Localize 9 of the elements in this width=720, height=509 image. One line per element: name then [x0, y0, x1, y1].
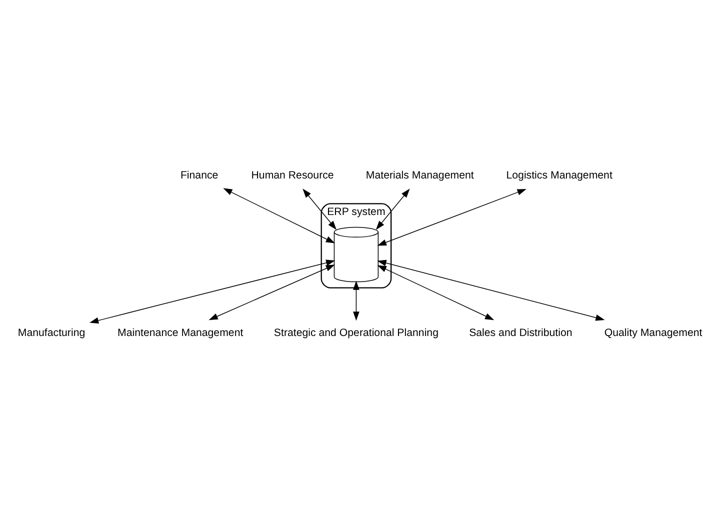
node-text: Logistics Management	[506, 169, 612, 182]
node-text: Quality Management	[604, 327, 702, 340]
node-text: Strategic and Operational Planning	[274, 327, 438, 340]
node-text: Maintenance Management	[118, 327, 244, 340]
node-text: Materials Management	[366, 169, 474, 182]
node-text: Finance	[180, 169, 218, 182]
node-text: Sales and Distribution	[469, 327, 572, 340]
node-text: Manufacturing	[18, 327, 86, 340]
node-text: Human Resource	[251, 169, 334, 182]
